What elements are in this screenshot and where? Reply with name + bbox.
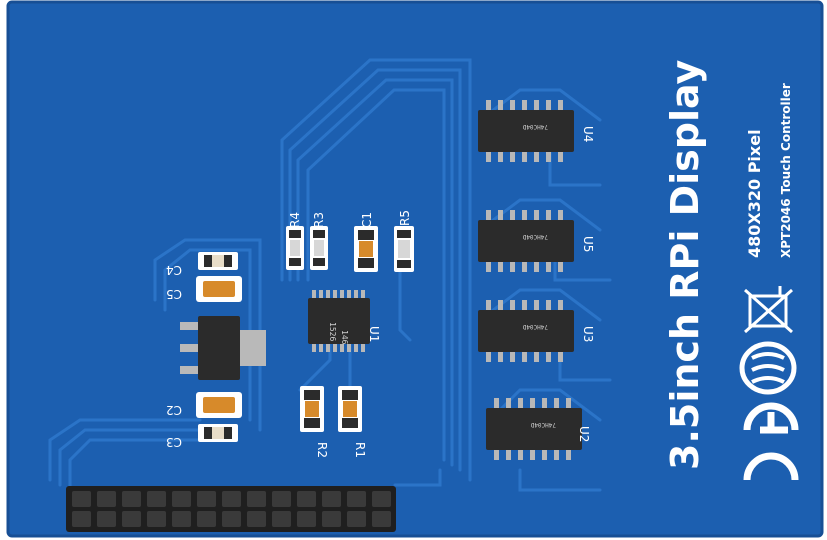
chip-u3 — [478, 300, 574, 362]
resistor-r4 — [286, 226, 304, 270]
header-socket — [197, 491, 216, 507]
header-socket — [122, 491, 141, 507]
label-r3: R3 — [312, 212, 326, 228]
label-u4: U4 — [581, 126, 595, 142]
header-socket — [322, 491, 341, 507]
label-c2: C2 — [166, 403, 182, 417]
label-r1: R1 — [353, 442, 367, 458]
voltage-regulator — [180, 316, 266, 380]
chip-u5-marking: 74HC04D — [522, 233, 548, 240]
header-socket — [147, 491, 166, 507]
capacitor-c4 — [198, 252, 238, 270]
pcb-traces — [48, 58, 612, 492]
header-socket — [147, 511, 166, 527]
capacitor-c1 — [354, 226, 378, 272]
board-resolution: 480X320 Pixel — [745, 129, 764, 258]
label-c3: C3 — [166, 435, 182, 449]
chip-u1-marking: 1526 — [328, 322, 337, 341]
resistor-r3 — [310, 226, 328, 270]
gpio-header — [66, 486, 396, 532]
header-socket — [347, 491, 366, 507]
capacitor-c2 — [196, 392, 242, 418]
board-controller: XPT2046 Touch Controller — [779, 83, 793, 258]
header-socket — [347, 511, 366, 527]
header-socket — [172, 491, 191, 507]
board-title: 3.5inch RPi Display — [663, 60, 707, 470]
header-socket — [122, 511, 141, 527]
capacitor-c3 — [198, 424, 238, 442]
label-u3: U3 — [581, 326, 595, 342]
chip-u3-marking: 74HC04D — [522, 323, 548, 330]
header-socket — [222, 491, 241, 507]
header-socket — [97, 491, 116, 507]
resistor-r5 — [394, 226, 414, 272]
label-u1: U1 — [367, 326, 381, 342]
header-socket — [297, 511, 316, 527]
header-socket — [247, 491, 266, 507]
label-r2: R2 — [315, 442, 329, 458]
label-r4: R4 — [288, 212, 302, 228]
label-c4: C4 — [166, 263, 182, 277]
header-socket — [322, 511, 341, 527]
header-socket — [72, 491, 91, 507]
resistor-r2 — [300, 386, 324, 432]
weee-bin-icon — [744, 286, 793, 334]
chip-u1-marking-2: 146 — [340, 330, 349, 345]
label-r5: R5 — [398, 210, 412, 226]
header-socket — [297, 491, 316, 507]
header-socket — [272, 511, 291, 527]
label-c1: C1 — [360, 212, 374, 228]
label-u5: U5 — [581, 236, 595, 252]
header-socket — [272, 491, 291, 507]
resistor-r1 — [338, 386, 362, 432]
label-u2: U2 — [577, 426, 591, 442]
ce-mark-icon — [743, 402, 799, 481]
header-socket — [247, 511, 266, 527]
header-socket — [197, 511, 216, 527]
chip-u4-marking: 74HC04D — [522, 123, 548, 130]
ccc-mark-icon — [739, 341, 797, 395]
header-socket — [372, 491, 391, 507]
header-socket — [372, 511, 391, 527]
header-socket — [97, 511, 116, 527]
chip-u5 — [478, 210, 574, 272]
chip-u1 — [308, 290, 370, 352]
chip-u2-marking: 74HC04D — [530, 421, 556, 428]
chip-u4 — [478, 100, 574, 162]
chip-u2 — [486, 398, 582, 460]
label-c5: C5 — [166, 287, 182, 301]
header-socket — [222, 511, 241, 527]
header-socket — [72, 511, 91, 527]
capacitor-c5 — [196, 276, 242, 302]
header-socket — [172, 511, 191, 527]
